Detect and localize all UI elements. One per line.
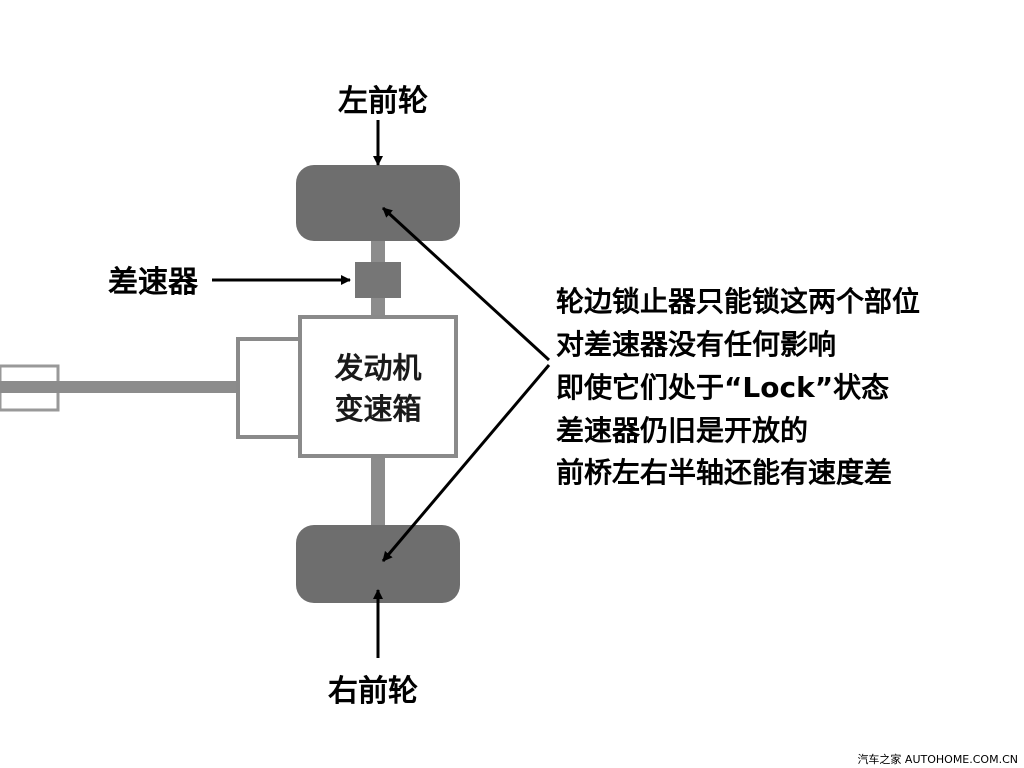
right-front-wheel-label: 右前轮 [328,674,418,709]
explanation-note: 轮边锁止器只能锁这两个部位 对差速器没有任何影响 即使它们处于“Lock”状态 … [556,285,920,489]
note-line: 轮边锁止器只能锁这两个部位 [556,285,920,318]
differential [355,262,401,298]
right-front-wheel [296,525,460,603]
differential-label: 差速器 [108,265,199,300]
drive-shaft [0,381,240,393]
engine-gearbox-box [298,315,458,458]
gearbox-side-box [236,337,302,439]
left-front-wheel-label: 左前轮 [338,84,428,119]
note-line: 前桥左右半轴还能有速度差 [556,456,892,489]
arrow-note-to-left-wheel [381,206,551,362]
left-front-wheel [296,165,460,241]
front-axle-lower [371,456,385,528]
gearbox-label: 变速箱 [334,392,421,426]
note-line: 对差速器没有任何影响 [556,328,836,361]
note-line: 即使它们处于“Lock”状态 [556,371,889,404]
engine-label: 发动机 [333,351,421,385]
watermark: 汽车之家 AUTOHOME.COM.CN [857,752,1018,766]
note-line: 差速器仍旧是开放的 [556,414,808,447]
arrow-note-to-right-wheel [381,364,551,562]
